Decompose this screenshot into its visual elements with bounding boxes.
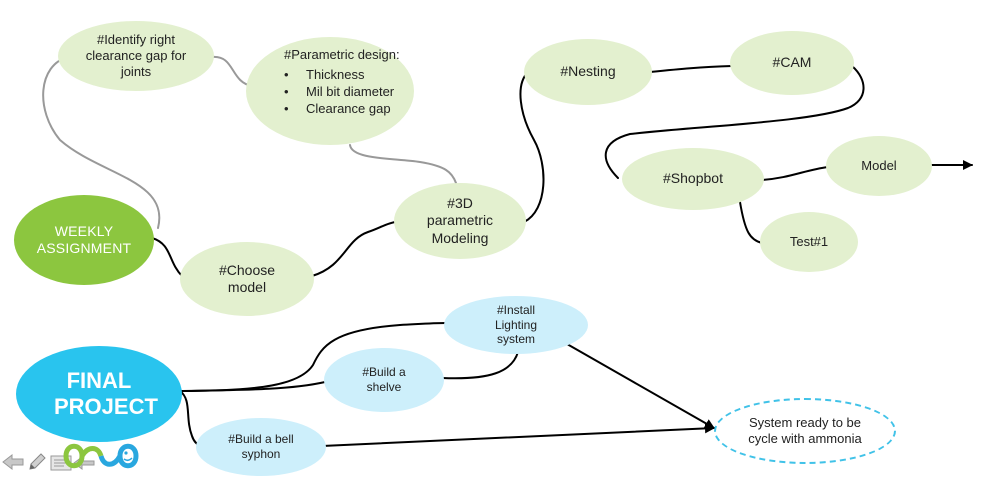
node-system-ready[interactable]: System ready to be cycle with ammonia xyxy=(714,398,896,464)
node-build-shelve-label: #Build a shelve xyxy=(362,365,406,394)
list-item: Thickness xyxy=(284,66,414,84)
connector-3d-nesting xyxy=(519,71,545,223)
node-build-shelve[interactable]: #Build a shelve xyxy=(324,348,444,412)
connector-identify-weekly xyxy=(42,56,161,229)
connector-identify-parametric xyxy=(211,55,253,87)
connector-final-shelve xyxy=(179,381,326,392)
connector-lighting-goal xyxy=(566,343,715,429)
parametric-design-list: Thickness Mil bit diameter Clearance gap xyxy=(272,66,414,118)
node-3d-parametric-modeling-label: #3D parametric Modeling xyxy=(426,195,494,246)
node-shopbot[interactable]: #Shopbot xyxy=(622,148,764,210)
node-install-lighting-label: #Install Lighting system xyxy=(494,303,538,347)
node-build-bell-syphon-label: #Build a bell syphon xyxy=(228,432,294,461)
connector-bell-goal xyxy=(321,423,715,447)
back-arrow-icon[interactable] xyxy=(2,454,24,470)
node-cam-label: #CAM xyxy=(772,54,812,71)
node-final-project-label: FINAL PROJECT xyxy=(54,367,158,419)
node-build-bell-syphon[interactable]: #Build a bell syphon xyxy=(196,418,326,476)
node-model-label: Model xyxy=(861,158,897,174)
node-weekly-assignment[interactable]: WEEKLY ASSIGNMENT xyxy=(14,195,154,285)
node-test-1[interactable]: Test#1 xyxy=(760,212,858,272)
presentation-toolbar xyxy=(0,434,150,477)
pen-icon[interactable] xyxy=(27,452,47,472)
node-choose-model[interactable]: #Choose model xyxy=(180,242,314,316)
connector-parametric-3d xyxy=(349,144,457,184)
node-parametric-design-title: #Parametric design: xyxy=(284,47,400,62)
infinity-logo-icon xyxy=(63,443,139,469)
node-model[interactable]: Model xyxy=(826,136,932,196)
connector-choose-3d xyxy=(311,221,396,277)
node-shopbot-label: #Shopbot xyxy=(663,170,723,187)
node-3d-parametric-modeling[interactable]: #3D parametric Modeling xyxy=(394,183,526,259)
node-identify-clearance-label: #Identify right clearance gap for joints xyxy=(85,32,187,79)
node-nesting-label: #Nesting xyxy=(560,63,616,80)
node-choose-model-label: #Choose model xyxy=(218,261,276,295)
list-item: Clearance gap xyxy=(284,100,414,118)
connector-shelve-lighting xyxy=(441,351,519,380)
node-parametric-design[interactable]: #Parametric design: Thickness Mil bit di… xyxy=(246,37,414,145)
node-final-project[interactable]: FINAL PROJECT xyxy=(16,346,182,442)
node-install-lighting[interactable]: #Install Lighting system xyxy=(444,296,588,354)
node-weekly-assignment-label: WEEKLY ASSIGNMENT xyxy=(36,222,132,256)
connector-cam-shopbot xyxy=(604,65,865,179)
connector-weekly-choose xyxy=(151,237,183,277)
node-identify-clearance[interactable]: #Identify right clearance gap for joints xyxy=(58,21,214,91)
node-test-1-label: Test#1 xyxy=(789,234,829,250)
connector-shopbot-model xyxy=(761,166,829,181)
node-cam[interactable]: #CAM xyxy=(730,31,854,95)
connector-nesting-cam xyxy=(649,65,733,73)
node-nesting[interactable]: #Nesting xyxy=(524,39,652,105)
node-system-ready-label: System ready to be cycle with ammonia xyxy=(748,415,862,446)
connector-final-lighting xyxy=(179,322,447,392)
list-item: Mil bit diameter xyxy=(284,83,414,101)
connector-shopbot-test xyxy=(739,201,763,244)
